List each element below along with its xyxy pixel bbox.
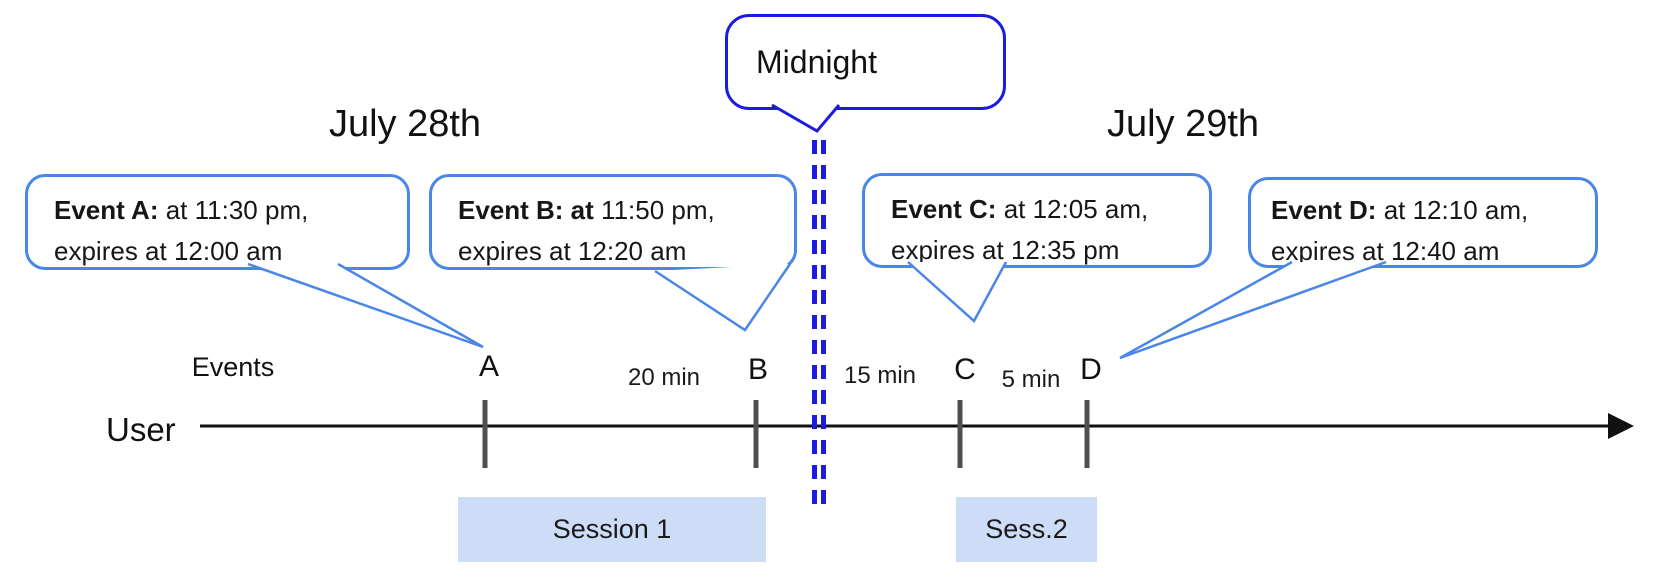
event-c-text: Event C: at 12:05 am, expires at 12:35 p… — [891, 194, 1149, 265]
gap-label-15min: 15 min — [843, 362, 917, 389]
user-axis-label: User — [106, 411, 176, 448]
event-a-callout-tail — [247, 262, 484, 349]
session-2-label: Sess.2 — [985, 514, 1068, 544]
session-2-box: Sess.2 — [956, 497, 1097, 562]
events-row-label: Events — [191, 352, 275, 382]
date-label-july-29th: July 29th — [1106, 103, 1260, 145]
midnight-label: Midnight — [756, 43, 877, 80]
event-d-callout-tail — [1119, 260, 1387, 360]
event-a-text: Event A: at 11:30 pm, expires at 12:00 a… — [54, 195, 309, 266]
event-d-callout: Event D: at 12:10 am, expires at 12:40 a… — [1248, 177, 1598, 268]
event-d-text: Event D: at 12:10 am, expires at 12:40 a… — [1271, 195, 1529, 266]
event-a-callout: Event A: at 11:30 pm, expires at 12:00 a… — [25, 174, 410, 270]
tick-label-c: C — [954, 353, 976, 386]
tick-label-a: A — [478, 350, 499, 383]
tick-label-b: B — [747, 353, 768, 386]
gap-label-20min: 20 min — [627, 364, 701, 391]
gap-label-5min: 5 min — [1001, 366, 1061, 393]
midnight-callout: Midnight — [725, 14, 1006, 110]
timeline-arrowhead-icon — [1608, 413, 1634, 439]
event-c-callout: Event C: at 12:05 am, expires at 12:35 p… — [862, 173, 1212, 268]
event-b-text: Event B: at 11:50 pm, expires at 12:20 a… — [458, 195, 715, 266]
event-b-callout-tail — [654, 263, 792, 332]
tick-label-d: D — [1080, 353, 1102, 386]
date-label-july-28th: July 28th — [328, 103, 482, 145]
session-1-label: Session 1 — [552, 514, 672, 544]
event-b-callout: Event B: at 11:50 pm, expires at 12:20 a… — [429, 174, 797, 270]
session-1-box: Session 1 — [458, 497, 766, 562]
